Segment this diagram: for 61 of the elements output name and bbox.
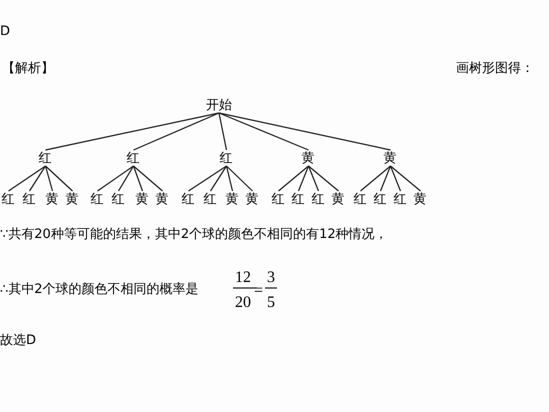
tree-branch	[132, 166, 144, 192]
tree-branch	[133, 112, 220, 151]
leaf-label: 黄	[226, 192, 238, 206]
tree-branch	[218, 112, 228, 150]
tree-branch	[390, 166, 402, 192]
tree-branch	[29, 166, 46, 192]
branch-label: 红	[220, 152, 232, 164]
tree-branch	[118, 166, 134, 192]
reasoning-text: ∴其中2个球的颜色不相同的概率是	[0, 283, 199, 296]
branch-label: 黄	[302, 152, 314, 164]
tree-branch	[188, 166, 227, 192]
tree-branch	[97, 166, 134, 192]
fraction-numerator: 3	[267, 270, 275, 286]
tree-branch	[44, 166, 54, 192]
tree-branch	[390, 166, 421, 192]
leaf-label: 红	[22, 192, 36, 206]
leaf-label: 红	[292, 192, 304, 206]
section-heading: 【解析】	[2, 62, 54, 75]
fraction-denominator: 5	[267, 295, 275, 311]
fraction-numerator: 12	[235, 270, 251, 286]
tree-branch	[380, 166, 392, 192]
leaf-label: 黄	[66, 192, 78, 206]
branch-label: 黄	[384, 152, 396, 164]
leaf-label: 红	[374, 192, 386, 206]
leaf-label: 红	[272, 192, 284, 206]
tree-branch	[298, 166, 310, 192]
tree-branch	[45, 112, 220, 151]
tree-branch	[218, 112, 309, 151]
branch-label: 红	[38, 152, 52, 164]
leaf-label: 黄	[46, 192, 58, 206]
tree-branch	[8, 166, 46, 192]
leaf-label: 黄	[414, 192, 426, 206]
leaf-label: 黄	[332, 192, 344, 206]
intro-text: 画树形图得：	[456, 62, 534, 75]
leaf-label: 红	[354, 192, 366, 206]
fraction-denominator: 20	[235, 295, 251, 311]
tree-branch	[218, 112, 391, 151]
leaf-label: 黄	[156, 192, 168, 206]
leaf-label: 红	[312, 192, 324, 206]
tree-branch	[45, 166, 73, 192]
tree-branch	[226, 166, 253, 192]
tree-branch	[133, 166, 163, 192]
tree-branch	[210, 166, 227, 192]
leaf-label: 黄	[246, 192, 258, 206]
answer-letter: D	[0, 25, 10, 38]
root-label: 开始	[206, 98, 232, 112]
leaf-label: 红	[2, 192, 14, 206]
leaf-label: 红	[204, 192, 216, 206]
leaf-label: 红	[90, 192, 104, 206]
tree-branch	[360, 166, 391, 192]
leaf-label: 红	[394, 192, 406, 206]
tree-branch	[308, 166, 339, 192]
tree-branch	[226, 166, 234, 192]
tree-branch	[308, 166, 320, 192]
conclusion-text: 故选D	[0, 334, 36, 347]
tree-branch	[278, 166, 309, 192]
leaf-label: 红	[182, 192, 194, 206]
branch-label: 红	[126, 152, 140, 164]
leaf-label: 红	[112, 192, 124, 206]
reasoning-text: ∵共有20种等可能的结果，其中2个球的颜色不相同的有12种情况，	[0, 228, 388, 241]
leaf-label: 黄	[136, 192, 148, 206]
